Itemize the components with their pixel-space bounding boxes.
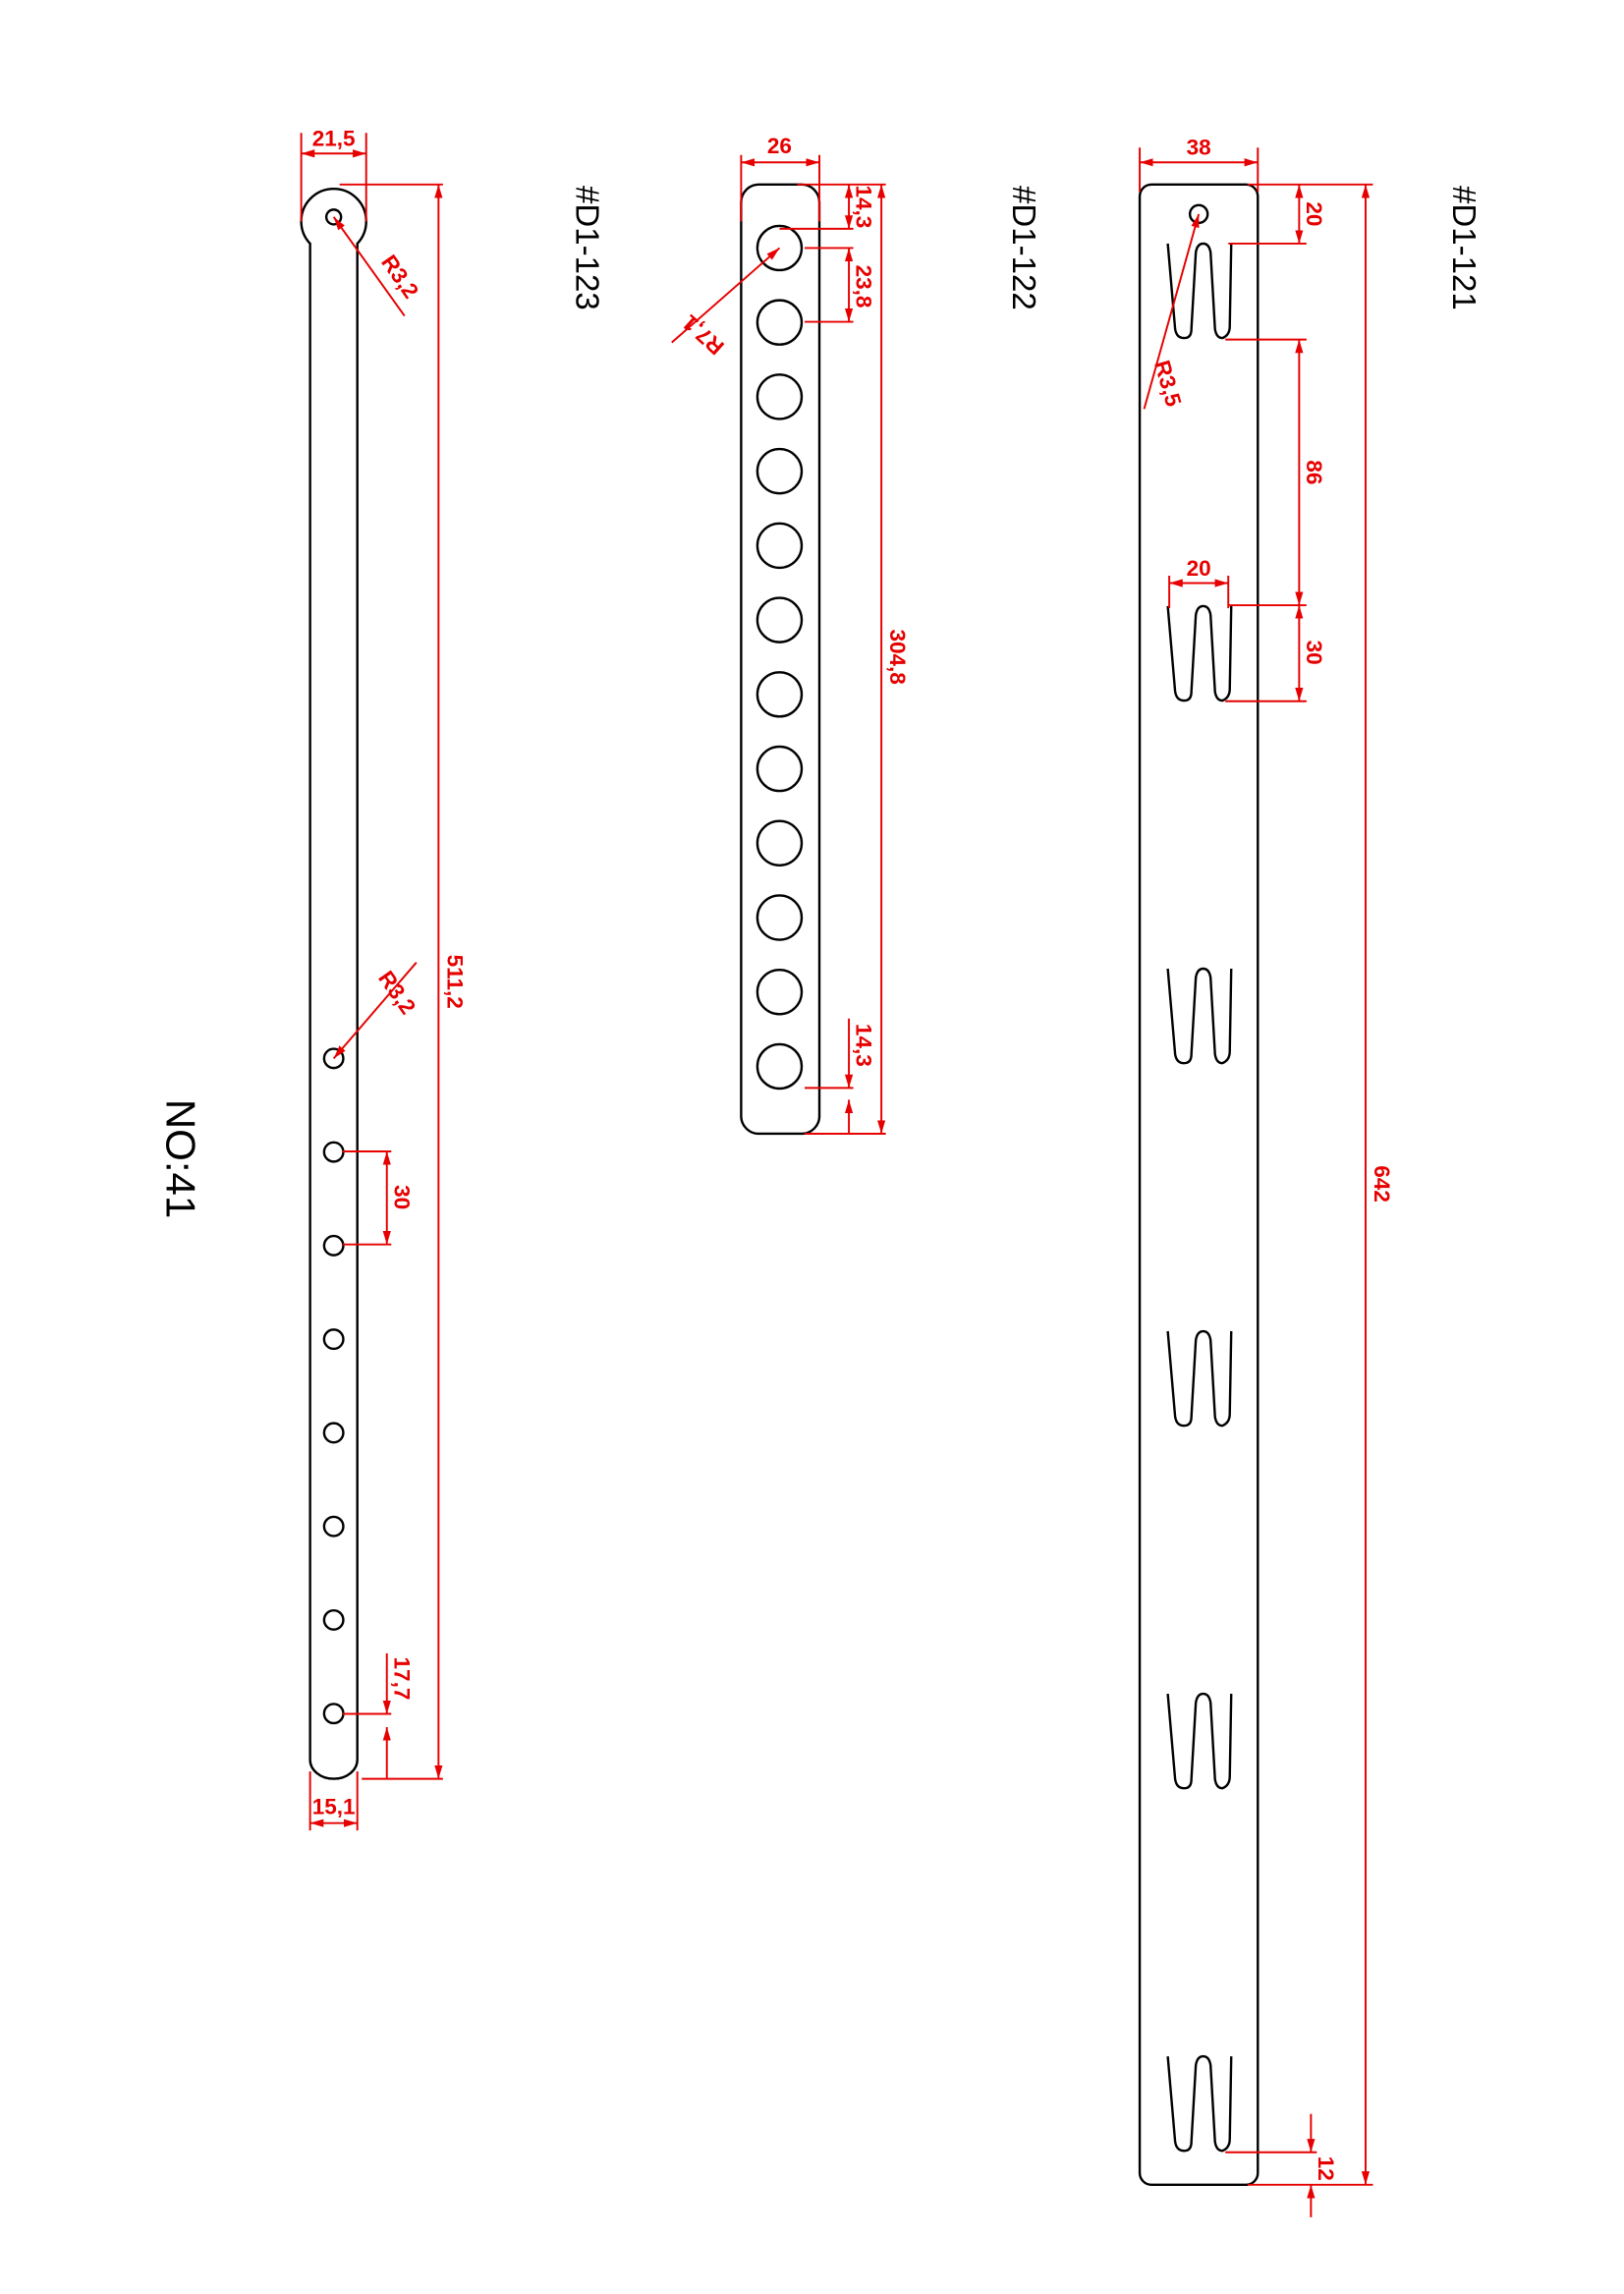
dim-pitch: 23,8 bbox=[852, 265, 876, 308]
dim-length: 511,2 bbox=[442, 955, 467, 1009]
dim-bottom-offset: 14,3 bbox=[852, 1024, 876, 1067]
dimension-lines bbox=[1139, 147, 1373, 2217]
dim-radius: R7,1 bbox=[678, 310, 729, 360]
part-label: #D1-121 bbox=[1445, 186, 1482, 310]
dim-top-offset: 20 bbox=[1302, 201, 1326, 226]
hole bbox=[322, 1703, 345, 1725]
dim-length: 304,8 bbox=[885, 629, 910, 684]
hole bbox=[322, 1141, 345, 1163]
hole bbox=[756, 373, 804, 420]
dim-slot-width: 20 bbox=[1187, 556, 1211, 581]
hole bbox=[322, 1328, 345, 1351]
hook-slot bbox=[1166, 967, 1233, 1065]
dimension-lines bbox=[300, 133, 443, 1831]
hole bbox=[322, 1234, 345, 1257]
hook-slot bbox=[1166, 2054, 1233, 2153]
part-d1-123: #D1-123 21,5 R3,2 511,2 R3,2 30 17,7 15,… bbox=[300, 127, 604, 1831]
dim-bottom-offset: 12 bbox=[1314, 2156, 1338, 2181]
dim-end-offset: 17,7 bbox=[389, 1657, 414, 1701]
hole bbox=[322, 1422, 345, 1444]
hole bbox=[322, 1515, 345, 1538]
part-d1-121: #D1-121 38 20 86 30 20 642 1 bbox=[1138, 136, 1482, 2217]
hook-slot bbox=[1166, 1329, 1233, 1427]
part-label: #D1-123 bbox=[568, 186, 604, 310]
drawing-number: NO:41 bbox=[157, 1099, 203, 1219]
part-label: #D1-122 bbox=[1005, 186, 1041, 310]
dim-radius: R3,5 bbox=[1149, 358, 1186, 410]
hole bbox=[756, 819, 804, 867]
dim-body-width: 15,1 bbox=[312, 1795, 356, 1819]
hole bbox=[756, 671, 804, 718]
dim-slot-height: 30 bbox=[1302, 641, 1326, 665]
hole bbox=[756, 1042, 804, 1091]
hook-slot bbox=[1166, 1692, 1233, 1790]
hole bbox=[756, 745, 804, 793]
dim-radius-top: R3,2 bbox=[376, 251, 423, 303]
dim-pitch: 30 bbox=[389, 1185, 414, 1209]
dim-radius-hole: R3,2 bbox=[373, 967, 420, 1019]
hole bbox=[322, 1608, 345, 1631]
part-outline bbox=[1138, 183, 1260, 2187]
dim-width: 38 bbox=[1187, 136, 1211, 160]
hook-slot bbox=[1166, 604, 1233, 702]
hole bbox=[756, 894, 804, 941]
dim-width: 26 bbox=[767, 134, 792, 158]
part-outline bbox=[740, 183, 821, 1136]
dim-top-offset: 14,3 bbox=[852, 185, 876, 228]
dim-spacing: 86 bbox=[1302, 460, 1326, 484]
hole bbox=[756, 522, 804, 570]
hole bbox=[756, 447, 804, 495]
hole bbox=[756, 299, 804, 346]
part-d1-122: #D1-122 26 14,3 23,8 304,8 14,3 R7,1 bbox=[671, 134, 1041, 1136]
dim-head-width: 21,5 bbox=[312, 127, 356, 151]
dim-length: 642 bbox=[1370, 1165, 1394, 1203]
dimension-lines bbox=[671, 154, 886, 1135]
part-outline bbox=[300, 188, 367, 1780]
hook-slot bbox=[1166, 242, 1233, 340]
hole bbox=[756, 968, 804, 1016]
hole bbox=[756, 224, 804, 272]
hole bbox=[756, 596, 804, 643]
